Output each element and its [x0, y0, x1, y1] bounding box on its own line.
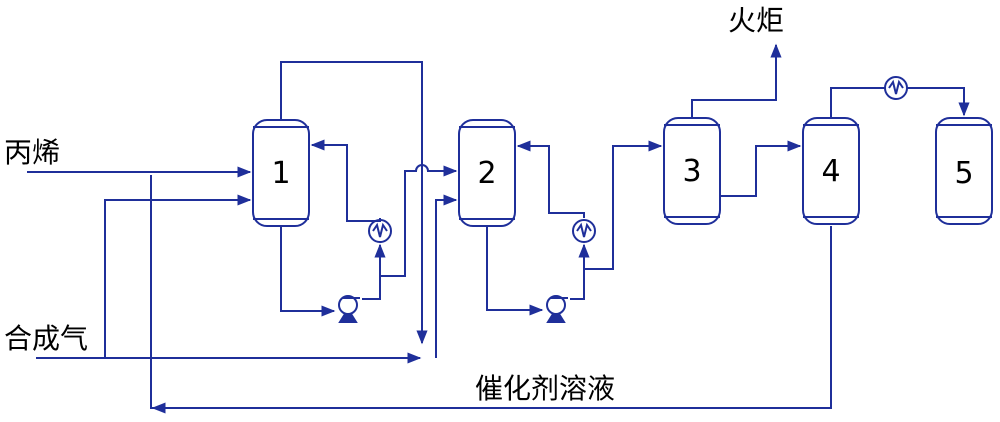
exchanger-3-outlet-line — [907, 87, 970, 117]
pump-1 — [338, 295, 360, 323]
vessel-5-label: 5 — [954, 156, 973, 191]
pump-2 — [546, 295, 568, 323]
vessel-1-bottoms-line — [280, 226, 336, 317]
syngas-label: 合成气 — [4, 322, 88, 355]
vessel-2-bottoms-line — [486, 226, 544, 316]
pump-1-discharge-line — [362, 243, 386, 300]
vessel-1-label: 1 — [271, 156, 290, 191]
vessel-2-to-3-transfer-line — [584, 140, 663, 270]
syngas-branch-to-2 — [435, 194, 458, 358]
cooler-1-return-line — [310, 139, 381, 222]
vessel-4-to-5-line — [830, 87, 885, 118]
pump-2-discharge-line — [570, 243, 590, 300]
vessel-1-overhead-line — [280, 61, 428, 345]
vessel-1-to-2-transfer-line — [380, 164, 458, 277]
cooler-2-return-line — [516, 140, 585, 218]
catalyst-solution-label: 催化剂溶液 — [475, 372, 615, 405]
vessel-5 — [935, 117, 993, 225]
vessel-2-label: 2 — [477, 156, 496, 191]
vessel-3-label: 3 — [682, 154, 701, 189]
heat-exchanger-1 — [368, 219, 392, 243]
syngas-branch-to-1 — [104, 194, 252, 358]
heat-exchanger-3 — [884, 76, 908, 100]
vessel-4-label: 4 — [821, 154, 840, 189]
vessel-3-to-4-line — [720, 140, 802, 197]
heat-exchanger-2 — [572, 219, 596, 243]
flare-line — [691, 43, 782, 118]
propylene-label: 丙烯 — [4, 136, 60, 169]
flare-label: 火炬 — [728, 4, 784, 37]
catalyst-recycle-line — [150, 175, 832, 409]
